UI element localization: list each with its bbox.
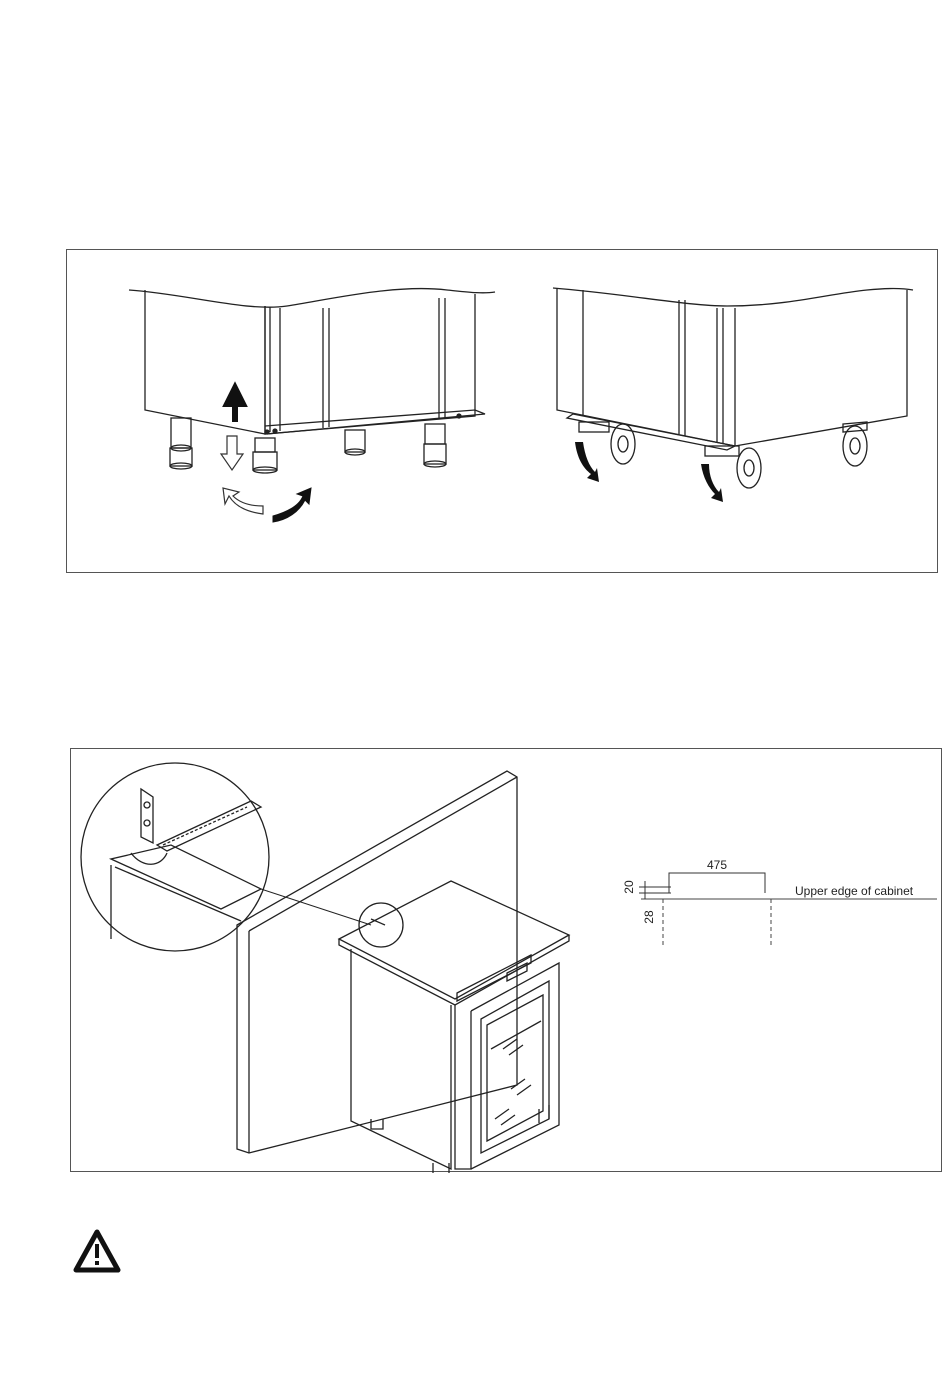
cabinet-with-legs-illustration	[129, 289, 495, 473]
brake-lever-arrow-icon	[575, 442, 723, 502]
figure-legs-castors	[66, 249, 938, 573]
cabinet-illustration	[339, 881, 569, 1173]
offset-bottom-label: 28	[642, 910, 656, 924]
wall-panel-illustration	[237, 771, 517, 1153]
offset-top-label: 20	[622, 880, 636, 894]
figure-wall-fixing: 475 20 28 Upper edge of cabinet	[70, 748, 942, 1172]
dimension-drawing: 475 20 28 Upper edge of cabinet	[622, 858, 937, 945]
width-dimension-label: 475	[707, 858, 727, 872]
warning-triangle-icon	[72, 1228, 122, 1274]
width-dimension-line	[669, 873, 765, 893]
upper-edge-label: Upper edge of cabinet	[795, 884, 914, 898]
arrow-up-icon	[227, 388, 243, 422]
detail-leader-line	[261, 889, 371, 925]
cabinet-with-castors-illustration	[553, 288, 913, 488]
rotate-left-arrow-icon	[223, 488, 263, 514]
rotate-right-arrow-icon	[273, 488, 311, 522]
arrow-down-icon	[221, 436, 243, 470]
